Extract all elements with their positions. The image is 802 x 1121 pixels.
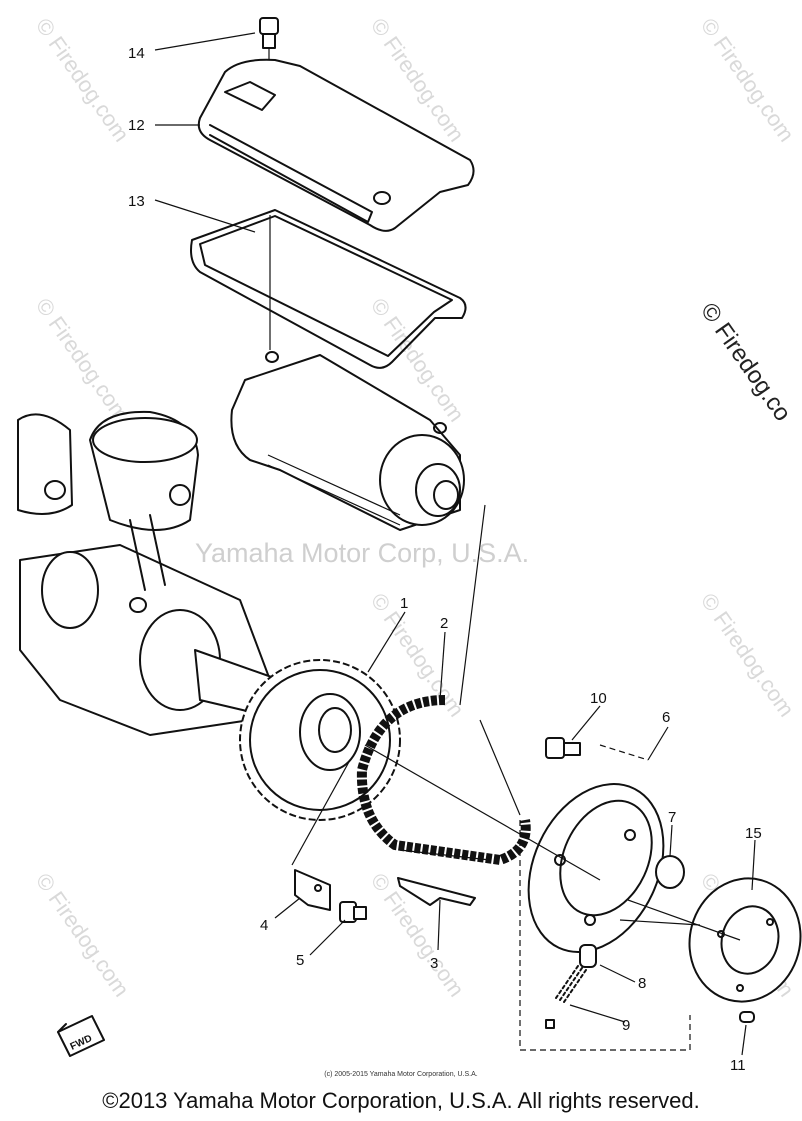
callout-9: 9 [622, 1017, 630, 1034]
part-2-chain [356, 504, 531, 866]
starter-motor [230, 351, 465, 531]
part-15-plate [688, 877, 802, 1003]
part-6-group-bracket [519, 744, 691, 1051]
callout-6: 6 [662, 709, 670, 726]
callout-1: 1 [400, 595, 408, 612]
copyright-notice: ©2013 Yamaha Motor Corporation, U.S.A. A… [102, 1088, 700, 1113]
center-watermark: Yamaha Motor Corp, U.S.A. [195, 538, 530, 568]
part-4-clamp [294, 869, 331, 911]
callout-5: 5 [296, 952, 304, 969]
part-7-roller [655, 855, 685, 889]
fwd-badge: FWD [57, 1015, 105, 1057]
callout-2: 2 [440, 615, 448, 632]
callout-8: 8 [638, 975, 646, 992]
callout-12: 12 [128, 117, 145, 134]
callout-11: 11 [730, 1057, 746, 1074]
part-9-spring [545, 965, 587, 1029]
watermark-dark: © Firedog.co [695, 298, 796, 426]
watermark: © Firedog.com [31, 869, 134, 1002]
watermark: © Firedog.com [696, 589, 799, 722]
part-11-pin [739, 1011, 755, 1023]
watermark: © Firedog.com [31, 14, 134, 147]
leader-lines [154, 32, 756, 1056]
part-12-cover [197, 58, 475, 232]
callout-10: 10 [590, 690, 607, 707]
crankshaft-assembly [17, 410, 286, 736]
part-8-plunger [579, 944, 597, 968]
part-6-starter-clutch [527, 783, 665, 953]
watermark: © Firedog.com [31, 294, 134, 427]
part-5-bolt [339, 901, 367, 923]
watermark: © Firedog.com [696, 14, 799, 147]
part-13-gasket [190, 209, 467, 369]
part-3-guide [397, 877, 476, 906]
part-10-bolt [545, 737, 581, 759]
callout-3: 3 [430, 955, 438, 972]
callout-13: 13 [128, 193, 145, 210]
small-copyright: (c) 2005-2015 Yamaha Motor Corporation, … [324, 1071, 478, 1078]
callout-4: 4 [260, 917, 268, 934]
callout-7: 7 [668, 809, 676, 826]
callout-labels: 1 2 3 4 5 6 7 8 9 10 11 12 13 14 15 [128, 45, 762, 1074]
callout-15: 15 [745, 825, 762, 842]
callout-14: 14 [128, 45, 145, 62]
part-14-bolt [259, 17, 279, 92]
